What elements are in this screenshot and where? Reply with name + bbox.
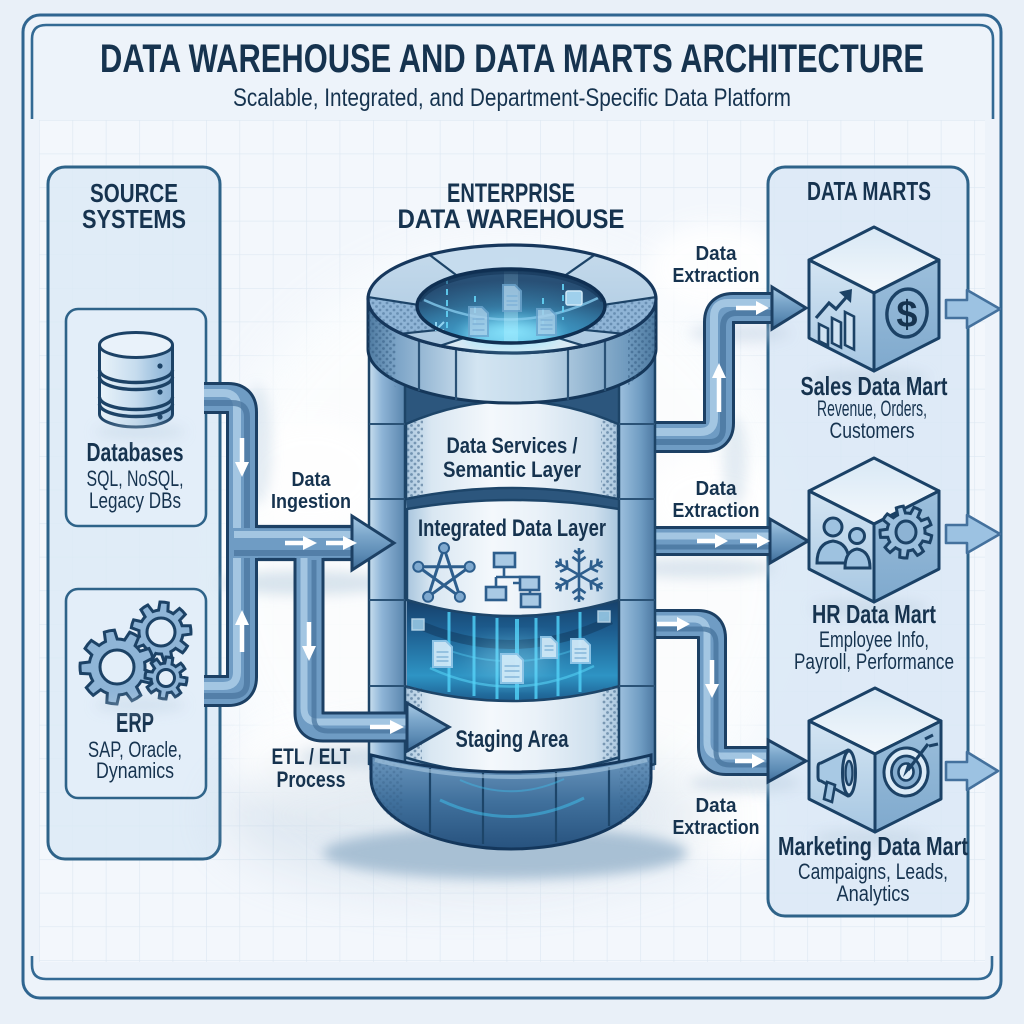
svg-text:Data: Data — [696, 478, 738, 500]
svg-text:Dynamics: Dynamics — [96, 758, 174, 783]
svg-text:Payroll, Performance: Payroll, Performance — [794, 649, 954, 674]
svg-text:Process: Process — [277, 767, 346, 792]
svg-text:Data: Data — [696, 795, 738, 817]
svg-text:DATA MARTS: DATA MARTS — [807, 176, 931, 206]
svg-text:Integrated Data Layer: Integrated Data Layer — [418, 515, 606, 542]
svg-text:Employee Info,: Employee Info, — [819, 627, 929, 652]
svg-text:ENTERPRISE: ENTERPRISE — [447, 178, 575, 208]
svg-text:SYSTEMS: SYSTEMS — [82, 204, 186, 234]
svg-text:Semantic Layer: Semantic Layer — [443, 457, 581, 482]
svg-text:Analytics: Analytics — [837, 881, 910, 906]
svg-text:SQL, NoSQL,: SQL, NoSQL, — [87, 466, 184, 491]
svg-text:Revenue, Orders,: Revenue, Orders, — [817, 396, 927, 421]
svg-text:Extraction: Extraction — [673, 817, 760, 839]
svg-text:Extraction: Extraction — [673, 500, 760, 522]
svg-text:Marketing Data Mart: Marketing Data Mart — [778, 831, 968, 861]
svg-text:Databases: Databases — [87, 437, 184, 467]
svg-text:ETL / ELT: ETL / ELT — [272, 744, 351, 769]
svg-text:$: $ — [896, 294, 917, 336]
svg-text:Legacy DBs: Legacy DBs — [89, 488, 181, 513]
svg-text:SAP, Oracle,: SAP, Oracle, — [88, 737, 182, 762]
svg-text:SOURCE: SOURCE — [90, 178, 178, 208]
svg-text:Scalable, Integrated, and Depa: Scalable, Integrated, and Department-Spe… — [233, 84, 791, 112]
svg-text:Customers: Customers — [830, 418, 915, 443]
svg-text:Sales Data Mart: Sales Data Mart — [801, 371, 948, 401]
svg-text:DATA WAREHOUSE AND DATA MARTS: DATA WAREHOUSE AND DATA MARTS ARCHITECTU… — [100, 37, 924, 81]
svg-text:Data Services /: Data Services / — [447, 433, 578, 458]
svg-text:Ingestion: Ingestion — [271, 491, 351, 513]
svg-text:HR Data Mart: HR Data Mart — [812, 599, 936, 629]
svg-text:Campaigns, Leads,: Campaigns, Leads, — [798, 859, 948, 884]
svg-text:DATA WAREHOUSE: DATA WAREHOUSE — [398, 204, 625, 234]
svg-text:Data: Data — [292, 469, 332, 491]
svg-text:Data: Data — [696, 243, 738, 265]
svg-text:Staging Area: Staging Area — [456, 726, 570, 753]
svg-text:Extraction: Extraction — [673, 265, 760, 287]
